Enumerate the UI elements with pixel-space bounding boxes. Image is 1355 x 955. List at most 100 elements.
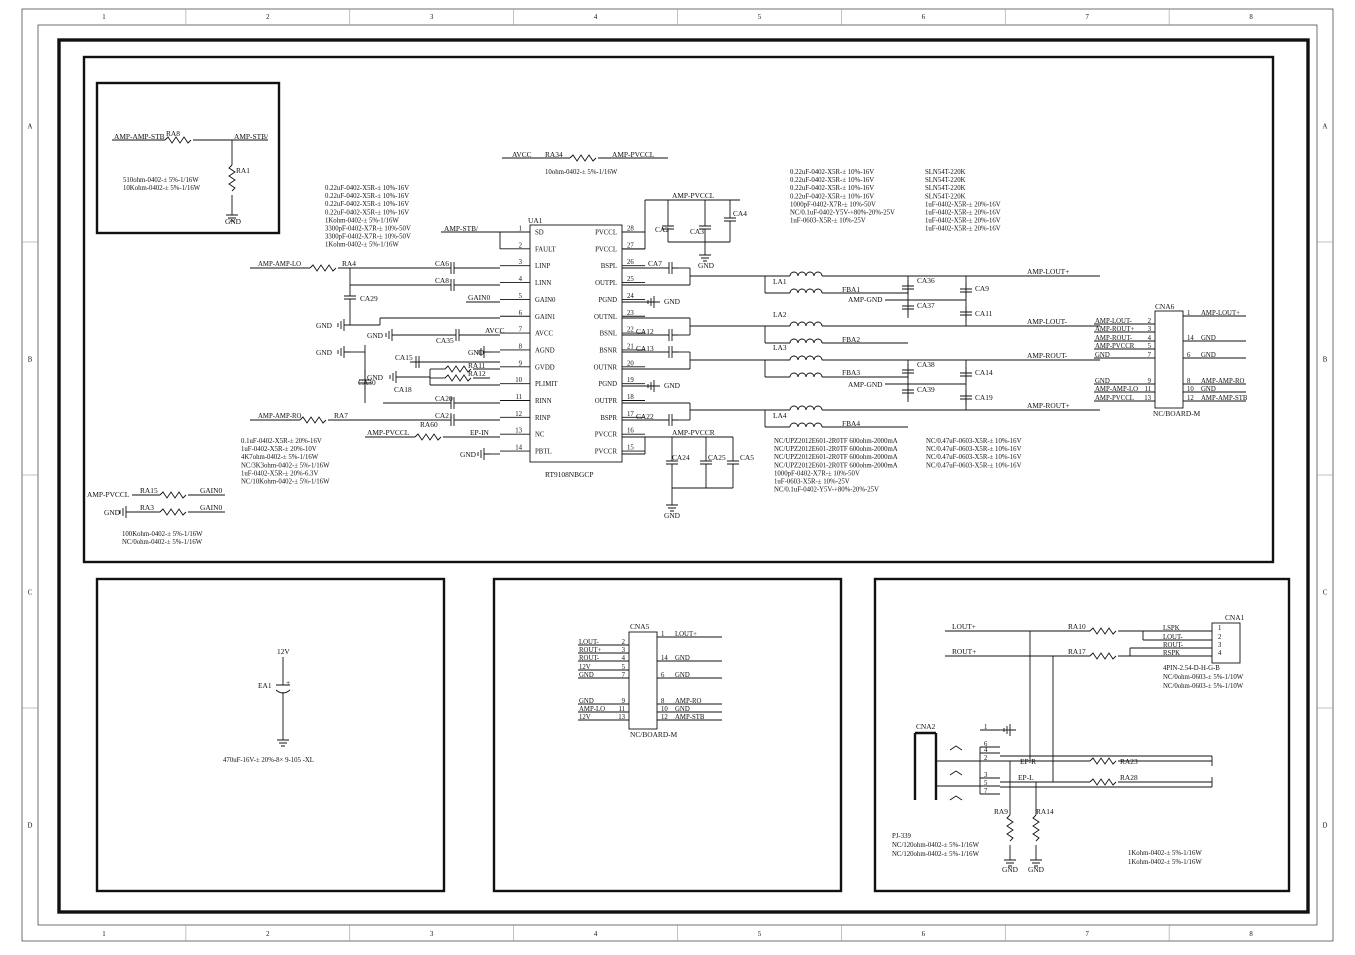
grid-col-bottom: 8 <box>1249 931 1253 938</box>
cna5-board: NC/BOARD-M <box>630 730 678 739</box>
gnd-label-10: GND <box>664 511 681 520</box>
connector-pin-label: AMP-LOUT- <box>1095 318 1132 325</box>
jack-pin-number: 1 <box>984 724 987 731</box>
caps-top-note2: 1uF-0402-X5R-± 20%-16V <box>925 226 1001 233</box>
grid-row-right: B <box>1323 357 1328 364</box>
connector-pin-label: AMP-ROUT+ <box>1095 326 1134 333</box>
connector-pin-label: GND <box>1095 378 1110 385</box>
ca37-label: CA37 <box>917 301 935 310</box>
ca5-label: CA5 <box>740 453 754 462</box>
bottom-right-notes: NC/0.47uF-0603-X5R-± 10%-16VNC/0.47uF-06… <box>926 438 1022 469</box>
gain-resistors: AMP-PVCCL RA15 GAIN0 GND RA3 GAIN0 100Ko… <box>87 486 225 546</box>
connector-pin-number: 3 <box>622 647 626 654</box>
ep-l-label: EP-L <box>1018 773 1034 782</box>
standby-gnd: GND <box>225 217 242 226</box>
ea1-plus: + <box>286 678 290 687</box>
connector-pin-number: 12 <box>1187 395 1194 402</box>
cna6-board: NC/BOARD-M <box>1153 409 1201 418</box>
ca6-label: CA6 <box>435 259 449 268</box>
caps-top-note2: SLN54T-220K <box>925 193 966 200</box>
la4-label: LA4 <box>773 411 787 420</box>
ic-pin-number: 2 <box>519 242 523 249</box>
connector-pin-number: 13 <box>1144 395 1151 402</box>
caps-left-note: 0.22uF-0402-X5R-± 10%-16V <box>325 201 409 208</box>
amp-rout-p-label: AMP-ROUT+ <box>1027 401 1070 410</box>
connector-pin-number: 7 <box>622 672 626 679</box>
amp-rout-m-label: AMP-ROUT- <box>1027 351 1068 360</box>
la2-label: LA2 <box>773 310 787 319</box>
grid-col-top: 8 <box>1249 14 1253 21</box>
connector-pin-label: AMP-PVCCL <box>1095 395 1134 402</box>
ra60-label: RA60 <box>420 420 438 429</box>
connector-pin-number: 11 <box>618 706 625 713</box>
cna1-pin-label: LSPK <box>1163 625 1180 632</box>
ra34-resistor: AVCC RA34 AMP-PVCCL 10ohm-0402-± 5%-1/16… <box>502 150 668 176</box>
caps-left-note: 0.22uF-0402-X5R-± 10%-16V <box>325 193 409 200</box>
ic-pin-name: PVCCL <box>595 230 617 237</box>
jack-pin-number: 7 <box>984 788 988 795</box>
bottom-right-note: NC/0.47uF-0603-X5R-± 10%-16V <box>926 462 1022 469</box>
cna1-note-2: NC/0ohm-0603-± 5%-1/10W <box>1163 683 1244 690</box>
ea1-ref: EA1 <box>258 681 272 690</box>
connector-pin-label: GND <box>1201 352 1216 359</box>
grid-col-top: 6 <box>922 14 926 21</box>
connector-pin-number: 11 <box>1144 386 1151 393</box>
ca36-label: CA36 <box>917 276 935 285</box>
ca18-label: CA18 <box>394 385 412 394</box>
cna6-connector: CNA6 NC/BOARD-M AMP-LOUT-2AMP-ROUT+3AMP-… <box>1094 302 1248 418</box>
ca25-label: CA25 <box>708 453 726 462</box>
connector-pin-number: 3 <box>1148 326 1152 333</box>
ca19-label: CA19 <box>975 393 993 402</box>
gnd-label-4: GND <box>468 348 485 357</box>
ca11-label: CA11 <box>975 309 993 318</box>
ic-pin-number: 6 <box>519 310 523 317</box>
ic-pin-number: 10 <box>515 377 522 384</box>
ra4-label: RA4 <box>342 259 356 268</box>
ca13-label: CA13 <box>636 344 654 353</box>
ca8-label: CA8 <box>435 276 449 285</box>
ra15-ref: RA15 <box>140 486 158 495</box>
caps-top-note2: SLN54T-220K <box>925 177 966 184</box>
connector-pin-label: LOUT+ <box>675 631 697 638</box>
gnd-label-9: GND <box>664 381 681 390</box>
ra17-label: RA17 <box>1068 647 1086 656</box>
ic-pin-number: 8 <box>519 343 523 350</box>
jack-gnd-1: GND <box>1002 865 1019 874</box>
caps-left-note: 3300pF-0402-X7R-± 10%-50V <box>325 234 411 241</box>
bottom-left-note: 4K7ohm-0402-± 5%-1/16W <box>241 454 319 461</box>
ic-pin-name: GAIN0 <box>535 297 556 304</box>
connector-pin-label: GND <box>1201 386 1216 393</box>
ic-pin-name: PVCCR <box>595 432 618 439</box>
cna1-pin-number: 1 <box>1218 625 1221 632</box>
grid-row-left: D <box>28 823 33 830</box>
ca39-label: CA39 <box>917 385 935 394</box>
ic-pin-number: 24 <box>627 293 634 300</box>
ic-pin-name: LINN <box>535 280 551 287</box>
connector-pin-label: 12V <box>579 664 591 671</box>
gain0-label: GAIN0 <box>468 293 490 302</box>
ic-pin-name: PVCCR <box>595 449 618 456</box>
bottom-mid-note: NC/UPZ2012E601-2R0TF 600ohm-2000mA <box>774 462 898 469</box>
power-cap-section: 12V EA1 + 470uF-16V-± 20%-8× 9-105 -XL <box>95 577 446 893</box>
bottom-mid-note: 1uF-0603-X5R-± 10%-25V <box>774 479 850 486</box>
connector-pin-number: 7 <box>1148 352 1152 359</box>
jack-note-1: NC/120ohm-0402-± 5%-1/16W <box>892 842 980 849</box>
grid-row-left: B <box>28 357 33 364</box>
amp-pvccl-label-right: AMP-PVCCL <box>672 191 715 200</box>
connector-pin-label: GND <box>1095 352 1110 359</box>
connector-pin-number: 10 <box>661 706 668 713</box>
fba4-label: FBA4 <box>842 419 860 428</box>
cna1-pin-label: LOUT- <box>1163 634 1183 641</box>
amp-pvccl-label-left: AMP-PVCCL <box>367 428 410 437</box>
sheet-inner-border <box>37 24 1318 926</box>
ic-pin-name: NC <box>535 432 545 439</box>
caps-top-note: 0.22uF-0402-X5R-± 10%-16V <box>790 185 874 192</box>
ic-part: RT9108NBGCP <box>545 470 593 479</box>
connector-pin-number: 6 <box>1187 352 1191 359</box>
connector-pin-number: 5 <box>1148 343 1152 350</box>
left-input-circuit: AMP-STB/ AMP-AMP-LO RA4 CA6 CA29 CA8 GAI… <box>250 224 505 461</box>
grid-col-bottom: 1 <box>102 931 105 938</box>
ic-pin-number: 14 <box>515 445 522 452</box>
